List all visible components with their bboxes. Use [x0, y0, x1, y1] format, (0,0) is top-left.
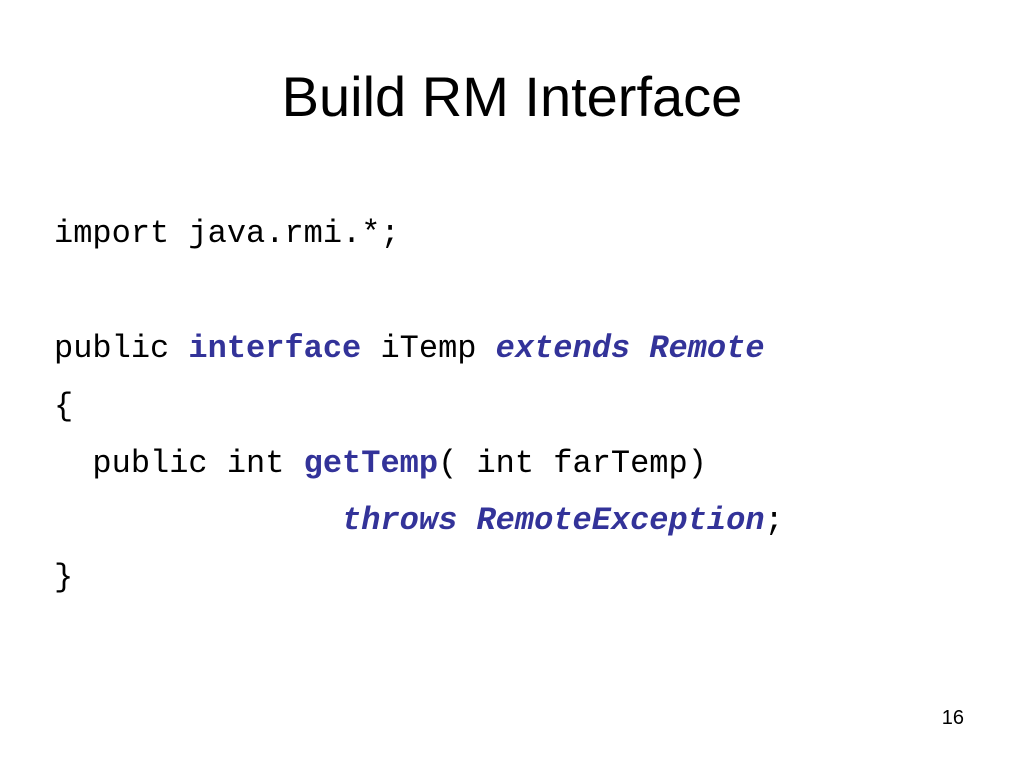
code-line-method-signature: public int getTemp( int farTemp) — [54, 444, 707, 484]
code-keyword-interface: interface — [188, 330, 362, 367]
code-line-close-brace: } — [54, 559, 74, 596]
code-token-semicolon: ; — [764, 502, 784, 539]
code-keyword-throws: throws — [342, 502, 458, 539]
code-keyword-remote: Remote — [649, 330, 765, 367]
code-token-space-2 — [457, 502, 476, 539]
code-line-open-brace: { — [54, 388, 74, 425]
code-token-public-int: public int — [54, 445, 304, 482]
code-token-indent — [54, 502, 342, 539]
slide-title: Build RM Interface — [281, 65, 743, 128]
code-keyword-extends: extends — [495, 330, 631, 367]
code-block: import java.rmi.*; public interface iTem… — [54, 0, 1014, 768]
code-line-interface-declaration: public interface iTemp extends Remote — [54, 329, 765, 369]
code-token-params: ( int farTemp) — [438, 445, 707, 482]
code-token-interface-name: iTemp — [361, 330, 496, 367]
code-token-public: public — [54, 330, 189, 367]
code-token-space — [630, 330, 649, 367]
page-number: 16 — [941, 707, 964, 729]
code-line-throws: throws RemoteException; — [54, 501, 784, 541]
code-keyword-remoteexception: RemoteException — [476, 502, 765, 539]
code-method-gettemp: getTemp — [303, 445, 439, 482]
code-line-import: import java.rmi.*; — [54, 215, 400, 252]
